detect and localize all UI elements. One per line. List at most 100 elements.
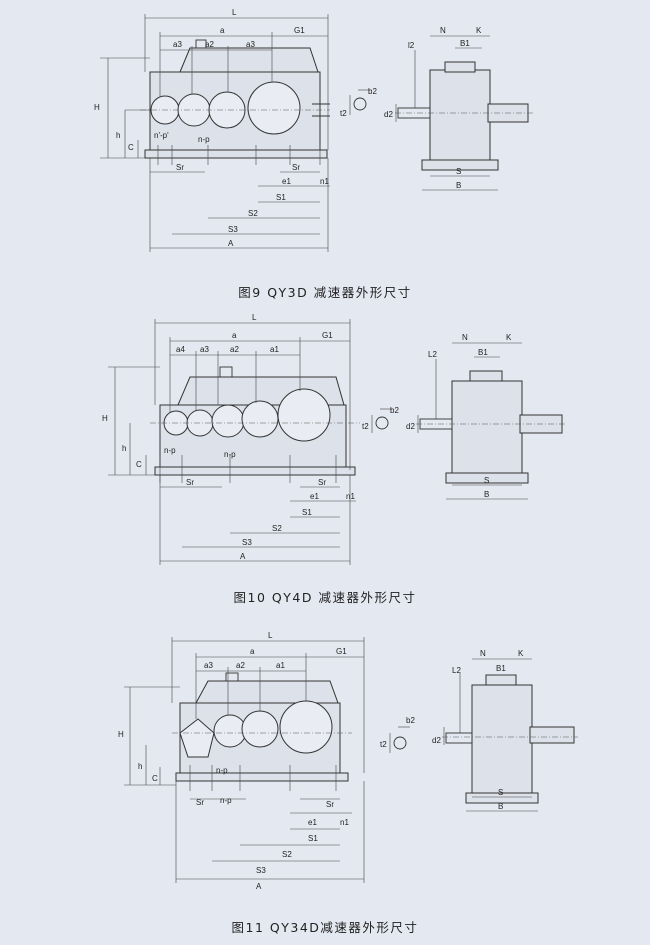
- label-S3: S3: [242, 538, 252, 547]
- label-l2: l2: [408, 41, 415, 50]
- label-n1: n1: [346, 492, 355, 501]
- housing-cover: [195, 680, 339, 704]
- label-t2: t2: [340, 109, 347, 118]
- label-e1: e1: [310, 492, 319, 501]
- label-C: C: [152, 774, 158, 783]
- label-Sr-right: Sr: [326, 800, 334, 809]
- bevel-gear: [179, 718, 215, 758]
- label-C: C: [136, 460, 142, 469]
- label-t2: t2: [380, 740, 387, 749]
- label-G1: G1: [336, 647, 347, 656]
- label-A: A: [256, 882, 262, 891]
- label-S: S: [498, 788, 503, 797]
- keyway-circle: [353, 97, 367, 111]
- label-a3: a3: [200, 345, 209, 354]
- label-B: B: [484, 490, 489, 499]
- label-S2: S2: [248, 209, 258, 218]
- label-e1: e1: [308, 818, 317, 827]
- label-S3: S3: [256, 866, 266, 875]
- label-B1: B1: [460, 39, 470, 48]
- label-Sr-left: Sr: [186, 478, 194, 487]
- label-np-mid: n-p: [198, 135, 210, 144]
- figure-10: L a G1 a4 a3 a2 a1 H h C n-p n-p Sr Sr e…: [0, 305, 650, 605]
- label-A: A: [228, 239, 234, 248]
- label-L2: L2: [452, 666, 461, 675]
- label-L: L: [268, 631, 273, 640]
- label-a3-left: a3: [173, 40, 182, 49]
- figure-9-labels: L a G1 a3 a2 a3 H h C n'-p' n-p Sr Sr e1…: [94, 8, 482, 248]
- label-H: H: [94, 103, 100, 112]
- label-e1: e1: [282, 177, 291, 186]
- figure-9-drawing: [100, 14, 535, 252]
- label-S1: S1: [308, 834, 318, 843]
- label-H: H: [102, 414, 108, 423]
- label-G1: G1: [294, 26, 305, 35]
- base-flange: [144, 149, 328, 159]
- label-n1: n1: [320, 177, 329, 186]
- label-d2: d2: [432, 736, 441, 745]
- label-t2: t2: [362, 422, 369, 431]
- label-N: N: [462, 333, 468, 342]
- label-S: S: [456, 167, 461, 176]
- label-d2: d2: [406, 422, 415, 431]
- figure-11-drawing: [124, 637, 578, 883]
- label-K: K: [506, 333, 512, 342]
- label-B: B: [456, 181, 461, 190]
- label-S2: S2: [282, 850, 292, 859]
- label-np-left: n-p: [164, 446, 176, 455]
- label-B: B: [498, 802, 503, 811]
- figure-10-drawing: [108, 319, 566, 565]
- label-K: K: [518, 649, 524, 658]
- label-B1: B1: [496, 664, 506, 673]
- label-Sr-left: Sr: [176, 163, 184, 172]
- label-L: L: [252, 313, 257, 322]
- label-np-top: n-p: [216, 766, 228, 775]
- figure-11: L a G1 a3 a2 a1 H h C n-p n-p Sr Sr e1 n…: [0, 615, 650, 945]
- label-Sr-right: Sr: [292, 163, 300, 172]
- label-b2: b2: [406, 716, 415, 725]
- figure-10-labels: L a G1 a4 a3 a2 a1 H h C n-p n-p Sr Sr e…: [102, 313, 512, 561]
- label-a3: a3: [204, 661, 213, 670]
- base-flange: [154, 466, 356, 476]
- label-L: L: [232, 8, 237, 17]
- label-b2: b2: [368, 87, 377, 96]
- figure-11-caption: 图11 QY34D减速器外形尺寸: [231, 920, 419, 935]
- label-a1: a1: [276, 661, 285, 670]
- label-C: C: [128, 143, 134, 152]
- label-np-left: n'-p': [154, 131, 169, 140]
- label-a: a: [220, 26, 225, 35]
- label-S3: S3: [228, 225, 238, 234]
- label-a4: a4: [176, 345, 185, 354]
- label-B1: B1: [478, 348, 488, 357]
- label-A: A: [240, 552, 246, 561]
- label-h: h: [116, 131, 120, 140]
- label-N: N: [480, 649, 486, 658]
- label-a: a: [232, 331, 237, 340]
- label-np-bottom: n-p: [220, 796, 232, 805]
- housing-side: [429, 69, 491, 161]
- label-N: N: [440, 26, 446, 35]
- label-a2: a2: [205, 40, 214, 49]
- label-b2: b2: [390, 406, 399, 415]
- label-d2: d2: [384, 110, 393, 119]
- base-flange: [175, 772, 349, 782]
- label-a1: a1: [270, 345, 279, 354]
- label-h: h: [138, 762, 142, 771]
- figure-9-caption: 图9 QY3D 减速器外形尺寸: [238, 285, 412, 300]
- label-a: a: [250, 647, 255, 656]
- label-S1: S1: [276, 193, 286, 202]
- label-n1: n1: [340, 818, 349, 827]
- label-Sr-right: Sr: [318, 478, 326, 487]
- input-shaft: [445, 732, 473, 744]
- label-S: S: [484, 476, 489, 485]
- output-shaft: [529, 726, 575, 744]
- figure-11-labels: L a G1 a3 a2 a1 H h C n-p n-p Sr Sr e1 n…: [118, 631, 524, 891]
- label-Sr-left: Sr: [196, 798, 204, 807]
- label-S1: S1: [302, 508, 312, 517]
- figure-10-caption: 图10 QY4D 减速器外形尺寸: [233, 590, 417, 605]
- gear-4: [247, 81, 301, 135]
- gear-5: [277, 388, 331, 442]
- label-S2: S2: [272, 524, 282, 533]
- label-G1: G1: [322, 331, 333, 340]
